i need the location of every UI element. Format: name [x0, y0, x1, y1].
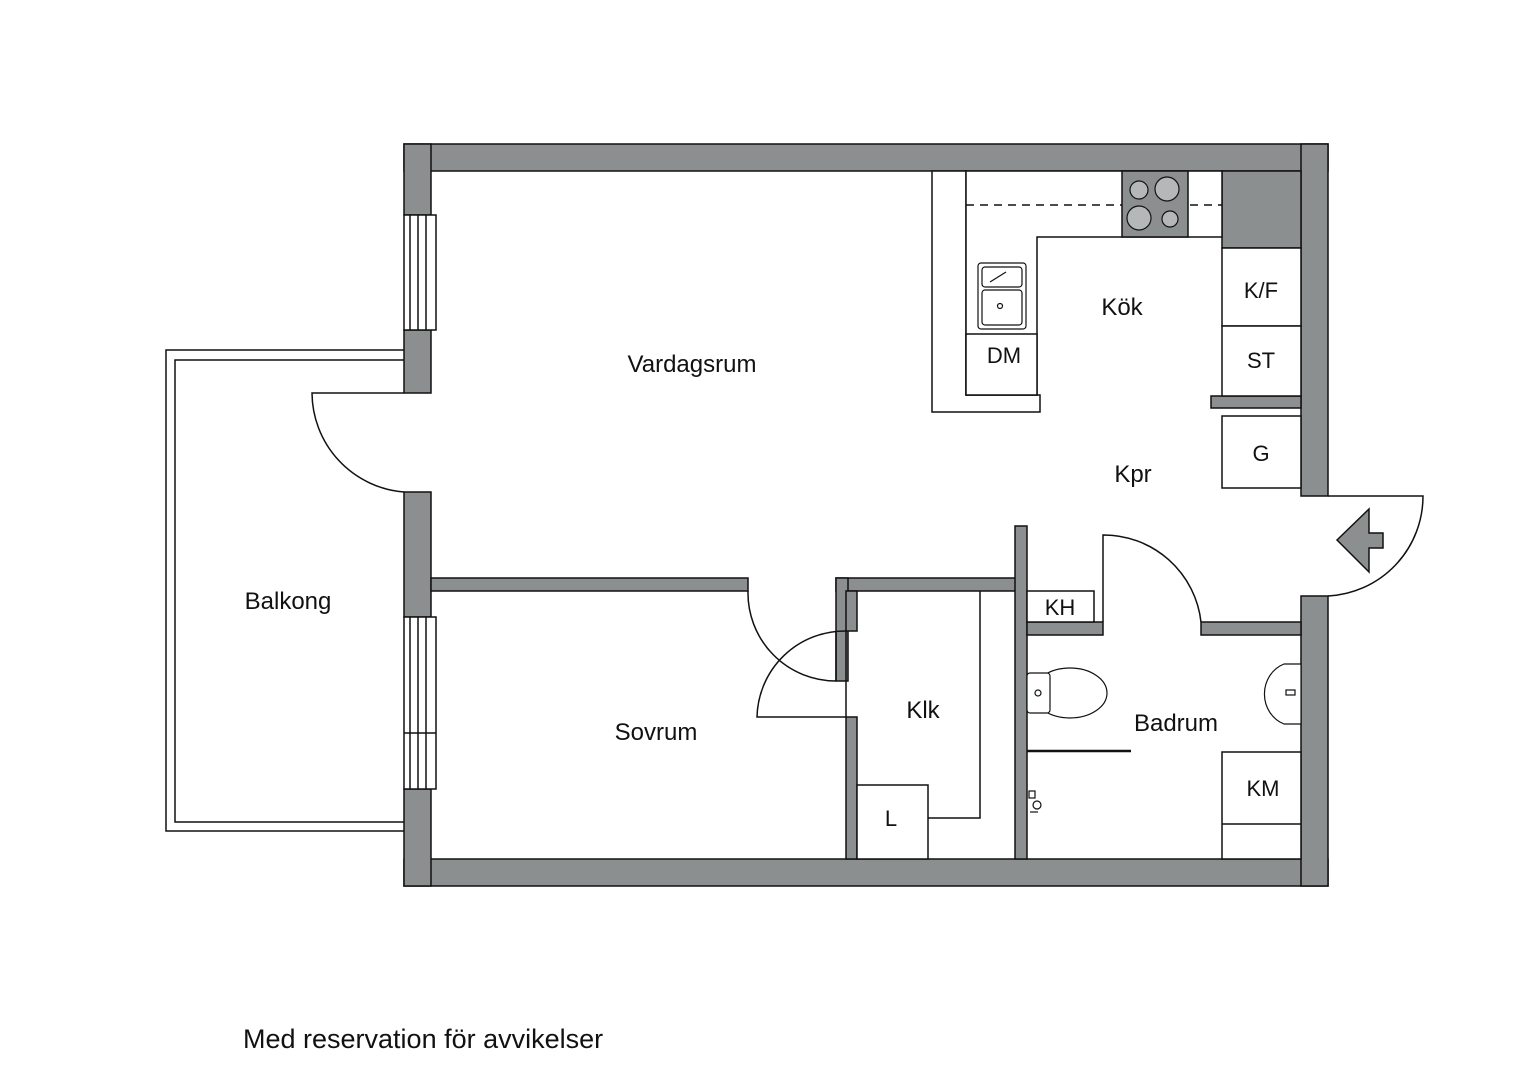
wall-hall-stub: [1210, 395, 1302, 409]
appliances: [856, 247, 1302, 860]
label-st: ST: [1247, 348, 1275, 373]
wall-bath-left: [1014, 525, 1028, 860]
wall-right-2: [1300, 595, 1329, 887]
disclaimer-text: Med reservation för avvikelser: [243, 1024, 604, 1054]
label-badrum: Badrum: [1134, 710, 1218, 737]
wall-sovrum-top: [430, 577, 749, 592]
kf-box: [1221, 247, 1302, 327]
label-vardagsrum: Vardagsrum: [628, 351, 757, 378]
windows: [403, 214, 437, 790]
kh-box: [1026, 590, 1095, 623]
label-km: KM: [1247, 776, 1280, 801]
dm-box: [965, 333, 1038, 396]
door-badrum: [1102, 534, 1202, 623]
wall-left-3: [403, 491, 432, 618]
door-sovrum: [747, 590, 837, 682]
l-box: [856, 784, 929, 860]
sink-icon: [977, 262, 1027, 330]
label-kpr: Kpr: [1114, 461, 1151, 488]
doors: [311, 392, 1424, 718]
balcony: [165, 349, 404, 832]
wall-corner-fill: [1221, 170, 1302, 249]
shower-icon: [1028, 790, 1042, 813]
g-box: [1221, 415, 1302, 489]
wall-bottom: [403, 858, 1329, 887]
label-g: G: [1252, 441, 1269, 466]
door-balcony: [311, 392, 405, 493]
wall-bath-top-2: [1200, 621, 1302, 636]
wall-left-1: [403, 143, 432, 216]
label-dm: DM: [987, 343, 1021, 368]
wall-left-2: [403, 329, 432, 394]
label-kf: K/F: [1244, 278, 1278, 303]
interior-walls: [430, 395, 1302, 860]
wall-left-4: [403, 788, 432, 887]
door-entrance: [1327, 495, 1424, 597]
entrance-arrow-icon: [1335, 507, 1384, 574]
wall-bath-top-1: [1026, 621, 1104, 636]
km-box: [1221, 751, 1302, 860]
washbasin-icon: [1263, 663, 1302, 725]
klk-shelf: [928, 591, 981, 819]
label-kh: KH: [1045, 595, 1076, 620]
stove-icon: [1121, 170, 1189, 238]
label-klk: Klk: [906, 697, 940, 724]
st-box: [1221, 325, 1302, 397]
wall-klk-top: [835, 577, 1017, 592]
window-vardagsrum: [403, 214, 437, 331]
wall-top: [403, 143, 1329, 172]
toilet-icon: [1026, 667, 1108, 719]
window-sovrum: [403, 616, 437, 790]
label-l: L: [885, 806, 897, 831]
label-sovrum: Sovrum: [615, 719, 698, 746]
label-kok: Kök: [1101, 294, 1143, 321]
door-klk: [756, 630, 847, 718]
wall-klk-left: [845, 716, 858, 860]
exterior-walls: [403, 143, 1329, 887]
label-balkong: Balkong: [245, 588, 332, 615]
wall-klk-left-stub: [845, 590, 858, 632]
wall-right-1: [1300, 143, 1329, 497]
